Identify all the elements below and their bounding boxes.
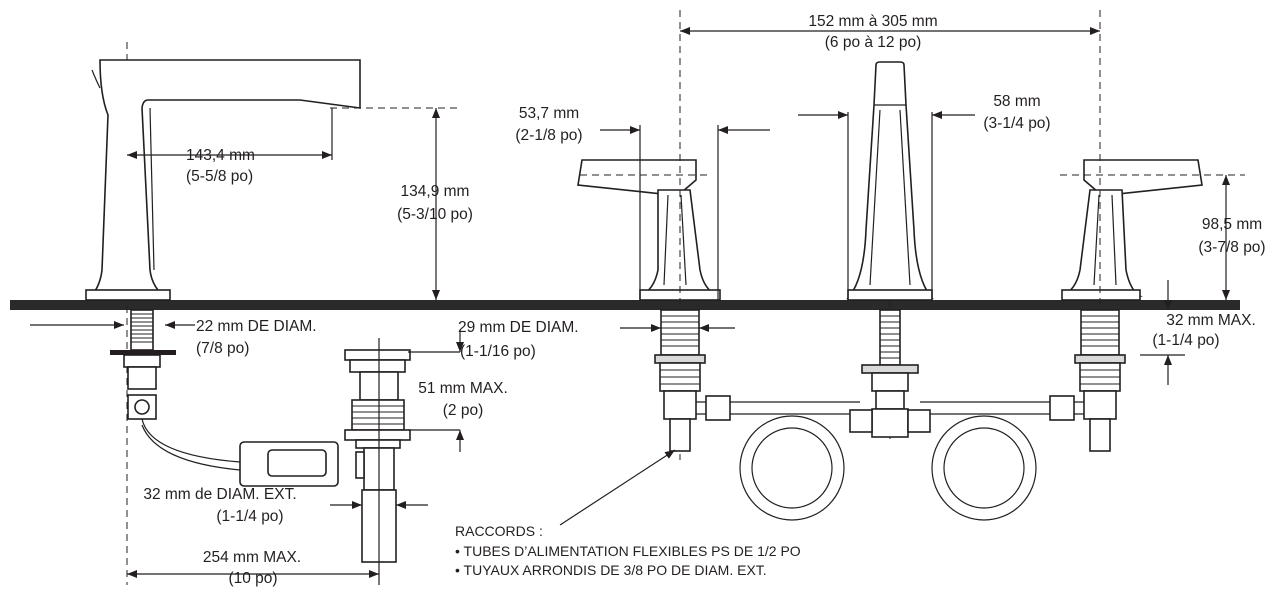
fittings-line-2: • TUYAUX ARRONDIS DE 3/8 PO DE DIAM. EXT…	[455, 562, 767, 578]
shank-left-mm-label: 22 mm DE DIAM.	[196, 318, 317, 335]
spread-po-label: (6 po à 12 po)	[825, 34, 922, 51]
drain-max-po-label: (2 po)	[443, 402, 484, 419]
tail-od-mm-label: 32 mm de DIAM. EXT.	[143, 486, 296, 503]
spout-reach-po-label: (5-5/8 po)	[186, 168, 253, 185]
handle-width-po-label: (2-1/8 po)	[515, 127, 582, 144]
handle-width-mm-label: 53,7 mm	[519, 105, 579, 122]
tail-od-po-label: (1-1/4 po)	[216, 508, 283, 525]
rough-in-valve	[559, 280, 1185, 526]
spout-height-po-label: (5-3/10 po)	[397, 206, 473, 223]
fittings-title: RACCORDS :	[455, 523, 543, 539]
handle-right-front-view	[1060, 159, 1245, 301]
handle-height-po-label: (3-7/8 po)	[1198, 239, 1265, 256]
spout-front-view	[798, 61, 975, 301]
handle-height-mm-label: 98,5 mm	[1202, 216, 1262, 233]
drain-assembly	[127, 330, 464, 585]
spread-mm-label: 152 mm à 305 mm	[808, 13, 937, 30]
countertop	[10, 300, 1240, 310]
deck-max-mm-label: 32 mm MAX.	[1166, 312, 1256, 329]
shank-left-po-label: (7/8 po)	[196, 340, 249, 357]
reach-max-po-label: (10 po)	[228, 570, 277, 587]
shank-right-po-label: (1-1/16 po)	[460, 343, 536, 360]
spout-reach-mm-label: 143,4 mm	[186, 147, 255, 164]
shank-right-mm-label: 29 mm DE DIAM.	[458, 319, 579, 336]
spout-base-mm-label: 58 mm	[993, 93, 1040, 110]
spout-shank-assembly	[30, 309, 339, 487]
spout-side-view	[85, 42, 460, 585]
handle-left-front-view	[577, 125, 770, 301]
drain-max-mm-label: 51 mm MAX.	[418, 380, 508, 397]
reach-max-mm-label: 254 mm MAX.	[203, 549, 301, 566]
spout-base-po-label: (3-1/4 po)	[983, 115, 1050, 132]
deck-max-po-label: (1-1/4 po)	[1152, 332, 1219, 349]
spout-height-mm-label: 134,9 mm	[401, 183, 470, 200]
fittings-line-1: • TUBES D’ALIMENTATION FLEXIBLES PS DE 1…	[455, 543, 801, 559]
